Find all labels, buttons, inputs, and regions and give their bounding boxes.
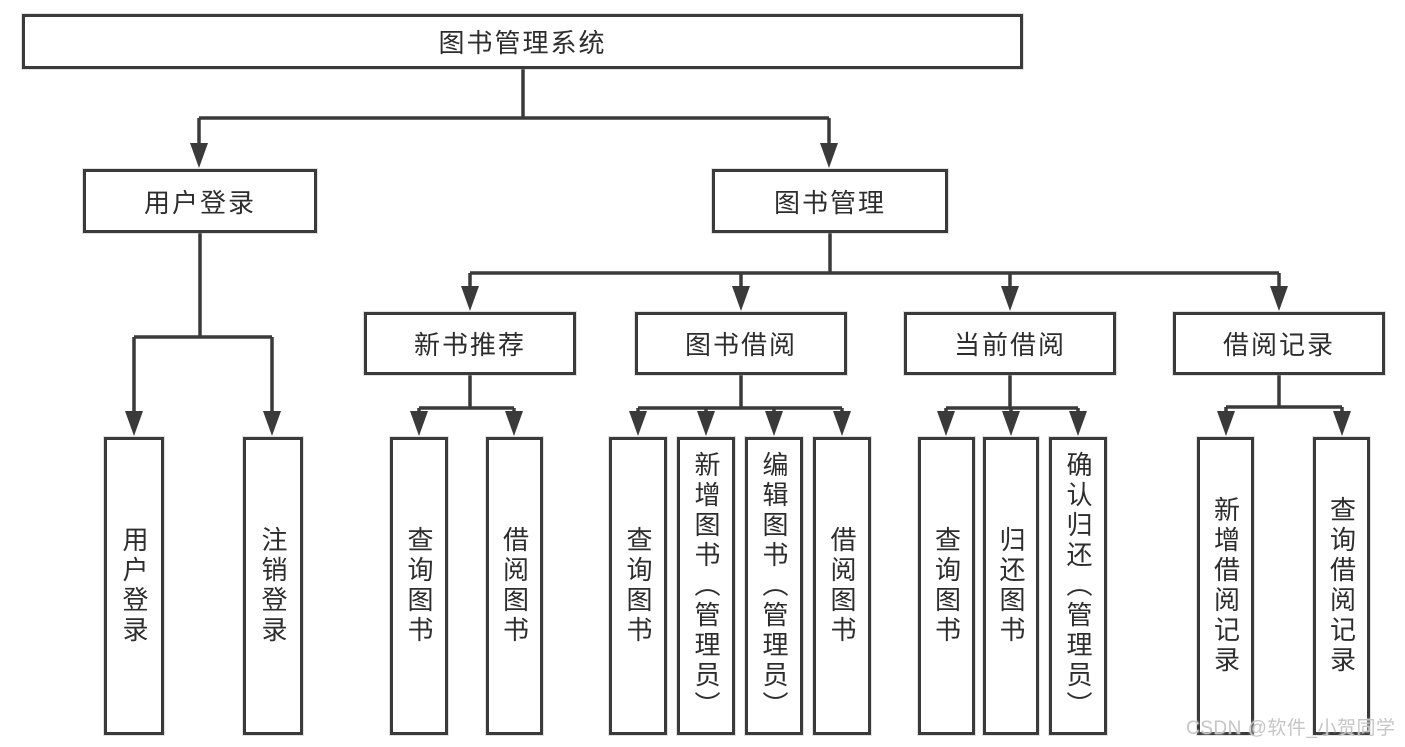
node-borrow-records: 借阅记录	[1173, 312, 1385, 375]
leaf-borrow-books-borrow-label: 借阅图书	[827, 526, 857, 646]
node-library-system-label: 图书管理系统	[438, 28, 607, 58]
leaf-confirm-return-admin-label: 确认归还（管理员）	[1063, 451, 1093, 721]
connector-paths	[132, 68, 1344, 416]
leaf-logout: 注销登录	[243, 437, 303, 735]
node-library-system: 图书管理系统	[22, 14, 1023, 69]
leaf-return-book: 归还图书	[983, 437, 1039, 735]
node-user-login-label: 用户登录	[143, 187, 256, 218]
node-new-book-recommend: 新书推荐	[364, 312, 576, 375]
node-book-management: 图书管理	[712, 169, 948, 233]
leaf-query-books-recommend-label: 查询图书	[404, 526, 434, 646]
leaf-add-borrow-record: 新增借阅记录	[1197, 437, 1254, 735]
leaf-query-books-borrow-label: 查询图书	[623, 526, 653, 646]
leaf-borrow-books-borrow: 借阅图书	[813, 437, 871, 735]
leaf-add-book-admin-label: 新增图书（管理员）	[691, 451, 721, 721]
leaf-borrow-books-recommend-label: 借阅图书	[499, 526, 530, 646]
leaf-query-borrow-record-label: 查询借阅记录	[1326, 496, 1357, 676]
leaf-query-books-borrow: 查询图书	[609, 437, 667, 735]
leaf-user-login-label: 用户登录	[119, 526, 149, 646]
leaf-add-book-admin: 新增图书（管理员）	[677, 437, 735, 735]
leaf-add-borrow-record-label: 新增借阅记录	[1210, 496, 1241, 676]
node-new-book-recommend-label: 新书推荐	[413, 330, 526, 360]
node-book-management-label: 图书管理	[773, 187, 886, 218]
leaf-query-books-current: 查询图书	[918, 437, 975, 735]
arrowhead-icons	[125, 143, 1351, 436]
leaf-edit-book-admin: 编辑图书（管理员）	[745, 437, 803, 735]
leaf-edit-book-admin-label: 编辑图书（管理员）	[759, 451, 789, 721]
node-book-borrow-label: 图书借阅	[684, 330, 797, 360]
leaf-return-book-label: 归还图书	[996, 526, 1026, 646]
leaf-borrow-books-recommend: 借阅图书	[486, 437, 543, 735]
node-book-borrow: 图书借阅	[635, 312, 847, 375]
watermark: CSDN @软件_小贺同学	[1186, 718, 1396, 739]
node-borrow-records-label: 借阅记录	[1222, 330, 1335, 360]
leaf-user-login: 用户登录	[104, 437, 164, 735]
leaf-confirm-return-admin: 确认归还（管理员）	[1049, 437, 1107, 735]
node-current-borrow-label: 当前借阅	[953, 330, 1066, 360]
node-current-borrow: 当前借阅	[904, 312, 1116, 375]
leaf-query-books-recommend: 查询图书	[390, 437, 448, 735]
leaf-logout-label: 注销登录	[258, 526, 288, 646]
leaf-query-borrow-record: 查询借阅记录	[1313, 437, 1370, 735]
leaf-query-books-current-label: 查询图书	[931, 526, 962, 646]
node-user-login: 用户登录	[83, 169, 317, 233]
